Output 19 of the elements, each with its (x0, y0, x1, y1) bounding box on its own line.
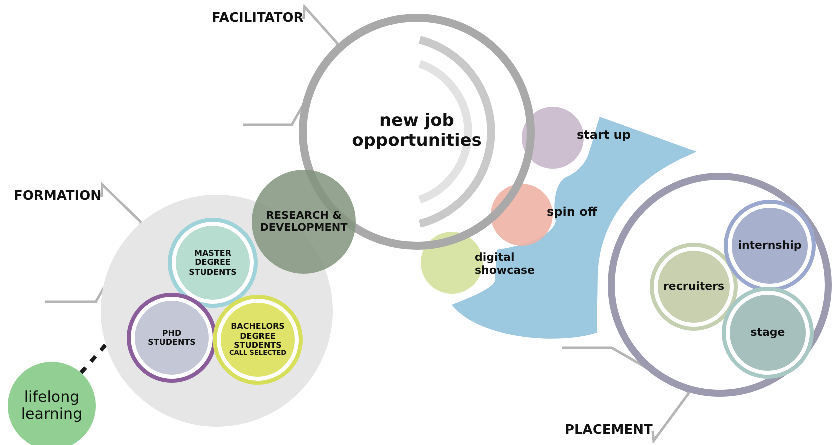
node-label: digital showcase (475, 252, 535, 278)
node-label: BACHELORS DEGREE STUDENTS (230, 322, 286, 350)
node-label: PHD STUDENTS (147, 328, 197, 348)
callout-bracket (302, 4, 340, 46)
node-label: spin off (547, 206, 598, 220)
node-label: start up (577, 129, 631, 143)
section-heading: PLACEMENT (565, 422, 653, 440)
callout-bracket (652, 392, 690, 444)
node-label: MASTER DEGREE STUDENTS (188, 249, 238, 277)
node-label: stage (750, 326, 786, 340)
node-label: recruiters (663, 280, 725, 294)
node-label: lifelong learning (20, 388, 84, 424)
node-label: internship (738, 240, 802, 252)
node-label: new job opportunities (351, 112, 483, 152)
section-heading: FACILITATOR (212, 10, 304, 28)
node-label: RESEARCH & DEVELOPMENT (259, 210, 349, 234)
dashed-connector (80, 344, 108, 374)
section-heading: FORMATION (14, 188, 102, 206)
callout-bracket (100, 182, 143, 224)
